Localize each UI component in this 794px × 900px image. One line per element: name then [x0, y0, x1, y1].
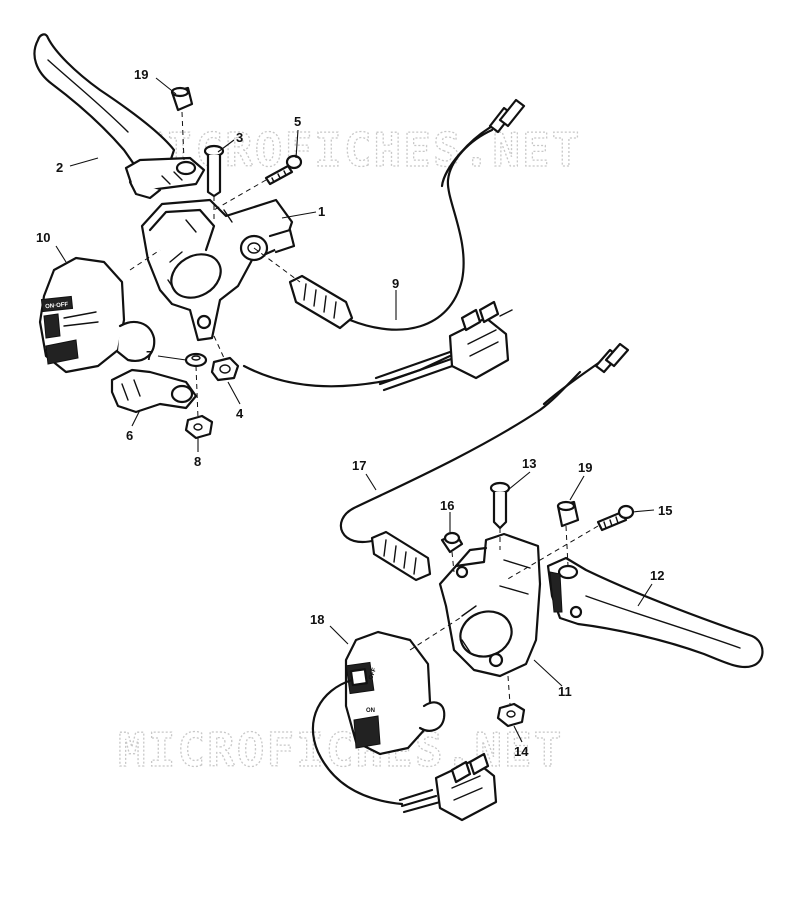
callout-11: 11 [558, 684, 572, 699]
part-6-bracket [110, 368, 198, 414]
switch-text-left-top: ON·OFF [45, 302, 69, 310]
callout-6: 6 [126, 428, 133, 443]
part-3-pivot-bolt [203, 144, 225, 198]
part-16-screw [440, 531, 464, 554]
switch-label-on: ON [366, 708, 375, 714]
part-9-brake-light-switch [242, 98, 526, 392]
part-7-washer [184, 352, 208, 368]
callout-14: 14 [514, 744, 529, 759]
callout-10: 10 [36, 230, 50, 245]
callout-labels: 19 3 5 2 1 10 9 7 4 6 8 17 13 19 15 16 1… [36, 67, 672, 759]
callout-3: 3 [236, 130, 243, 145]
callout-5: 5 [294, 114, 301, 129]
callout-19-top: 19 [134, 67, 148, 82]
callout-2: 2 [56, 160, 63, 175]
part-11-lever-holder [438, 532, 542, 678]
switch-label-off: OFF [368, 667, 378, 681]
part-12-lever-right [546, 556, 764, 669]
part-15-screw [596, 504, 635, 532]
leader-lines [55, 77, 655, 743]
assembly-lines-bottom [409, 525, 599, 705]
part-2-lever [33, 33, 206, 200]
part-17-clutch-switch [339, 342, 630, 582]
part-1-master-cylinder-housing [140, 198, 296, 342]
callout-18: 18 [310, 612, 324, 627]
part-8-nut [184, 414, 214, 440]
callout-17: 17 [352, 458, 366, 473]
callout-4: 4 [236, 406, 244, 421]
watermark-bottom: MICROFICHES.NET [118, 723, 563, 777]
callout-15: 15 [658, 503, 672, 518]
part-10-switch-housing-left: ON·OFF [38, 256, 156, 374]
callout-8: 8 [194, 454, 201, 469]
callout-9: 9 [392, 276, 399, 291]
part-19-bushing-top [170, 86, 194, 112]
part-19-bushing-bottom [556, 500, 580, 528]
part-14-nut [496, 702, 526, 728]
callout-13: 13 [522, 456, 536, 471]
part-13-pivot-bolt [489, 481, 511, 530]
assembly-lines-top [129, 111, 301, 419]
callout-1: 1 [318, 204, 325, 219]
part-5-screw [264, 154, 303, 186]
part-18-switch-housing-right: OFF ON [311, 630, 498, 822]
part-4-nut [210, 356, 240, 382]
callout-12: 12 [650, 568, 664, 583]
callout-7: 7 [146, 348, 153, 363]
callout-16: 16 [440, 498, 454, 513]
callout-19-bottom: 19 [578, 460, 592, 475]
